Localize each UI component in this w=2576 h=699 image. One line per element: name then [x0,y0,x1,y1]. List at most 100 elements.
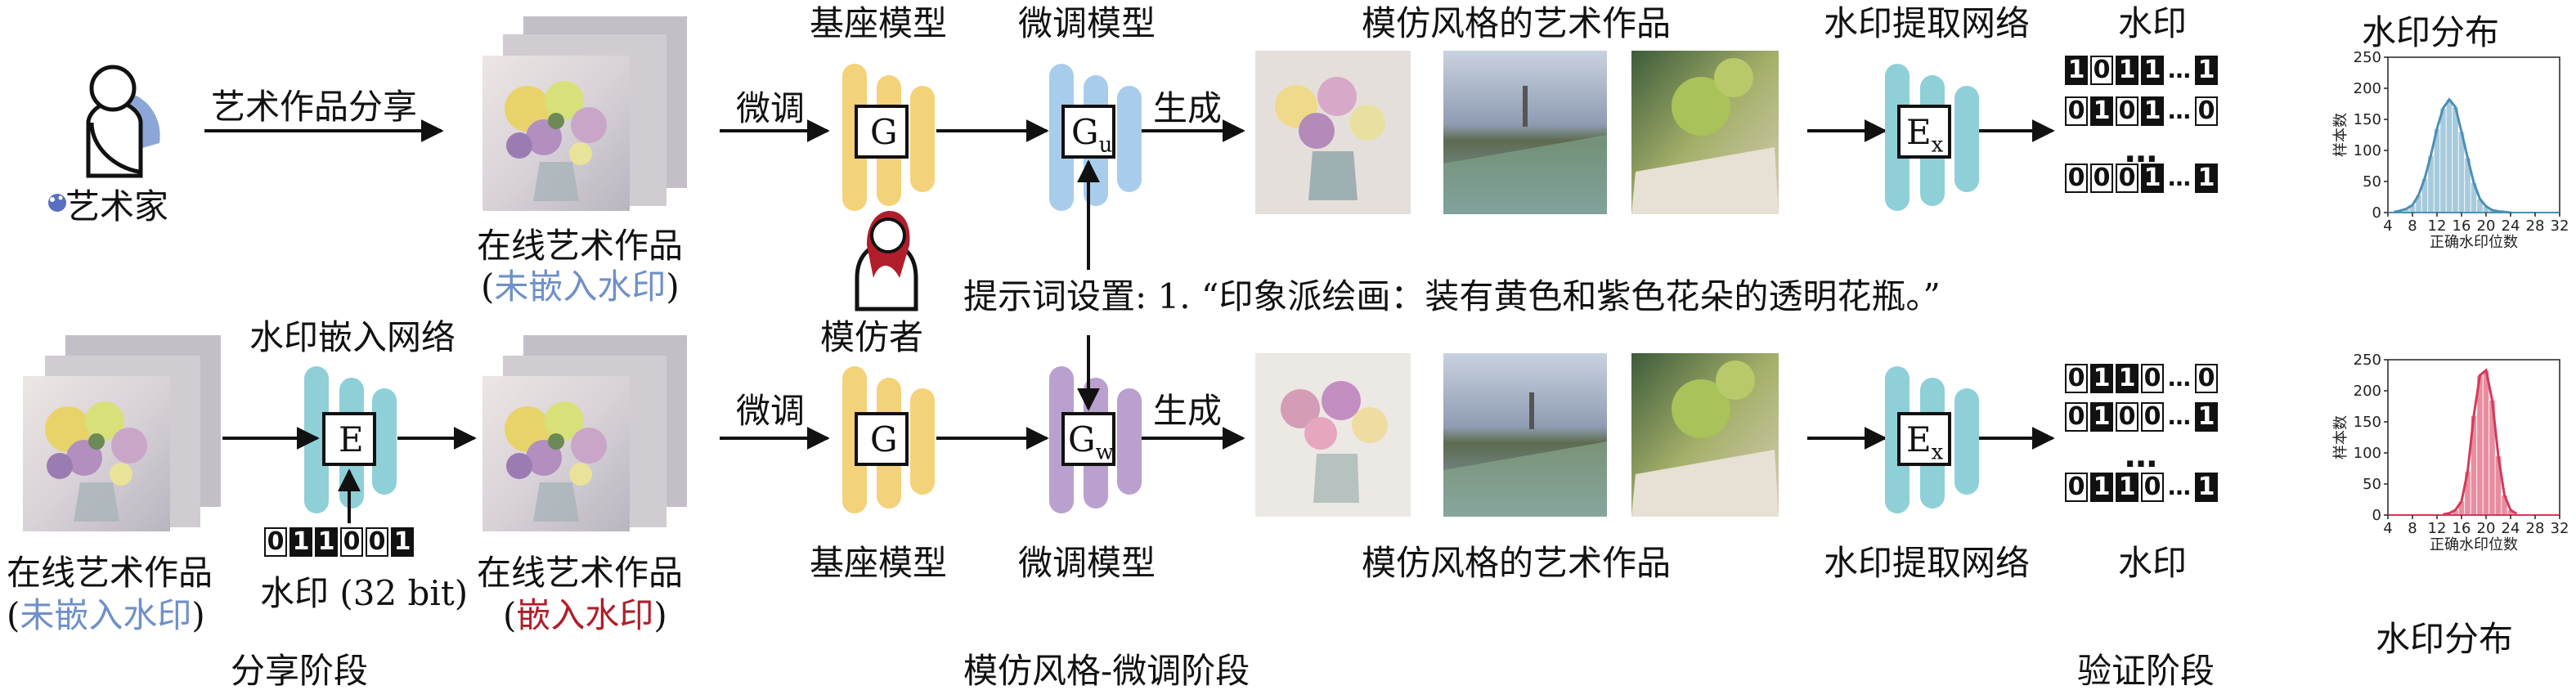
x-tick-label: 24 [2502,217,2520,235]
histogram-bar [2482,370,2490,516]
bit: 1 [2090,402,2113,432]
bit: 1 [2141,164,2164,193]
ft-model-bottom-label: 微调模型 [1018,543,1156,583]
gu-label: Gu [1071,112,1113,158]
ft-model-top-label: 微调模型 [1018,3,1156,43]
share-arrow-label: 艺术作品分享 [211,87,418,127]
wm-embedded-label: (嵌入水印) [503,595,667,635]
x-tick-label: 16 [2453,520,2471,537]
bit: … [2168,56,2191,83]
gw-label: Gw [1068,419,1114,465]
y-axis-label: 样本数 [2332,113,2349,157]
x-tick-label: 8 [2408,520,2417,537]
bit: 1 [2116,473,2138,502]
bit: 0 [2116,96,2138,126]
watermark-size-label: 水印 (32 bit) [260,573,469,613]
x-tick-label: 4 [2383,217,2392,235]
ft-model-top [1049,64,1142,211]
online-art-stack-top [482,16,687,211]
bit: 0 [2065,364,2088,393]
x-tick-label: 32 [2551,217,2569,235]
wm-bottom-label: 水印 [2118,543,2188,583]
bit: 1 [315,527,338,557]
y-tick-label: 250 [2354,49,2381,66]
bit: 0 [2090,164,2113,193]
y-tick-label: 250 [2354,352,2381,369]
extract-net-bottom-label: 水印提取网络 [1824,543,2031,583]
generated-art-top [1255,51,1779,214]
g-top-label: G [870,112,898,152]
bit: 1 [2195,402,2218,432]
base-model-bottom [842,366,935,513]
no-wm-top-label: (未嵌入水印) [481,267,680,307]
wm-top-label: 水印 [2118,3,2188,43]
vertical-dots-bottom: … [2125,437,2157,475]
generate-bottom-label: 生成 [1153,391,1223,431]
artist-icon [86,65,160,178]
bit: 1 [2090,96,2113,126]
x-tick-label: 16 [2453,217,2471,235]
bit: 0 [2065,96,2088,126]
x-tick-label: 28 [2526,520,2545,537]
bit: 1 [2090,364,2113,393]
extract-network-bottom [1885,366,1979,513]
style-art-top-label: 模仿风格的艺术作品 [1362,3,1672,43]
imitator-icon [855,211,918,311]
y-tick-label: 200 [2354,80,2381,97]
bit: 1 [2195,164,2218,193]
density-line [2394,97,2511,214]
bit: 0 [340,527,363,557]
finetune-top-label: 微调 [736,88,806,128]
share-stage-label: 分享阶段 [231,651,369,691]
hist-title-bottom: 水印分布 [2376,619,2514,659]
vertical-dots-top: … [2125,132,2157,170]
no-wm-bottom-left-label: (未嵌入水印) [7,595,205,635]
g-bottom-label: G [870,419,898,459]
finetune-stage-label: 模仿风格-微调阶段 [963,651,1250,691]
y-tick-label: 50 [2363,476,2381,493]
online-art-bottom-left-label: 在线艺术作品 [7,553,213,593]
bit: 1 [2141,56,2164,85]
ex-top-label: Ex [1906,112,1944,158]
watermarked-art-stack [482,335,687,531]
y-tick-label: 0 [2372,507,2381,524]
bit: 1 [2141,96,2164,126]
ex-bottom-label: Ex [1906,419,1944,465]
y-tick-label: 150 [2354,414,2381,431]
bit: 0 [2141,473,2164,502]
x-tick-label: 12 [2428,520,2447,537]
bit: 0 [264,527,287,557]
bit: 1 [289,527,312,557]
bit: 0 [2141,364,2164,393]
bit: … [2168,403,2191,430]
x-tick-label: 12 [2428,217,2447,235]
bit: 0 [2065,402,2088,432]
base-model-top-label: 基座模型 [810,3,948,43]
histogram-bar [2439,107,2447,213]
bit: 1 [391,527,414,557]
bit: 0 [2065,473,2088,502]
bit: 1 [2116,364,2138,393]
bit: 0 [2195,364,2218,393]
bit: … [2168,473,2191,500]
x-tick-label: 20 [2477,520,2496,537]
x-tick-label: 28 [2526,217,2545,235]
bit: 1 [2065,56,2088,85]
generate-top-label: 生成 [1153,88,1223,128]
ft-model-bottom [1049,366,1142,513]
y-tick-label: 0 [2372,204,2381,222]
y-tick-label: 50 [2363,173,2381,190]
y-axis-label: 样本数 [2332,415,2349,459]
x-tick-label: 32 [2551,520,2569,537]
bit: 0 [366,527,388,557]
x-tick-label: 8 [2408,217,2417,235]
generated-river-top [1443,51,1607,214]
palette-icon [48,194,66,212]
